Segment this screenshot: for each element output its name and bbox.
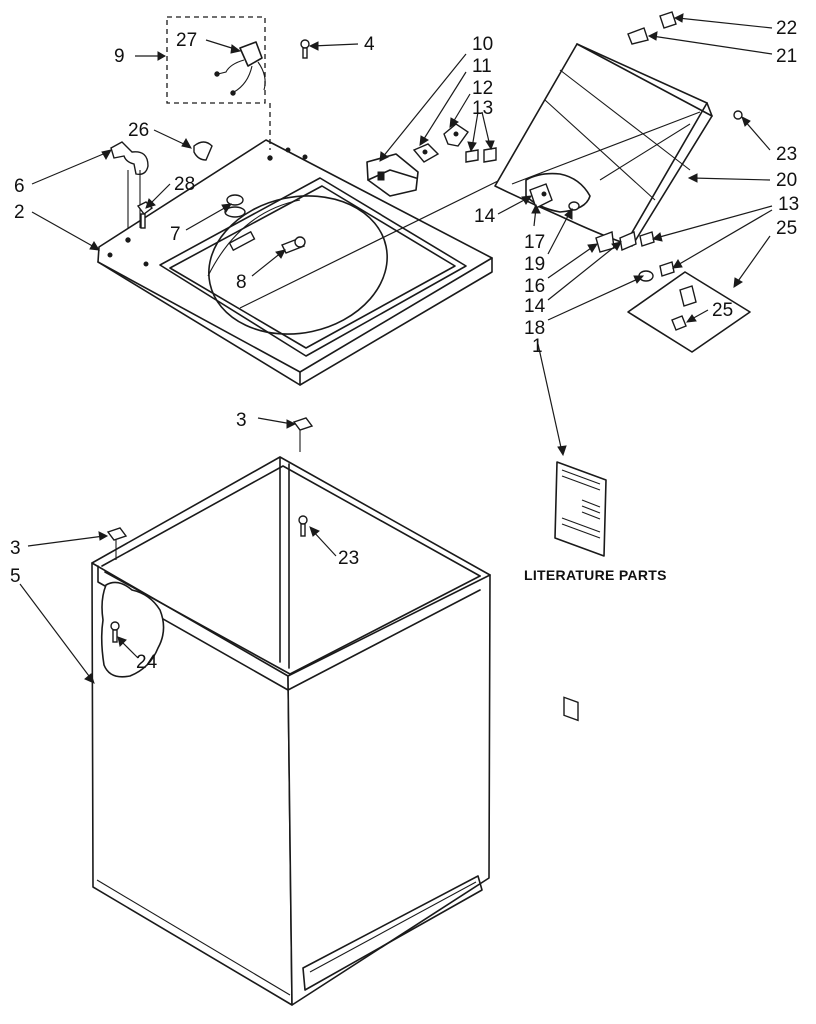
hinge-parts-left [529, 183, 580, 211]
callout-12: 12 [472, 78, 493, 99]
callout-16: 17 [524, 232, 545, 253]
callout-10: 10 [472, 34, 493, 55]
callout-2: 2 [14, 202, 25, 223]
callout-13-bottom: 13 [778, 194, 799, 215]
callout-4: 4 [364, 34, 375, 55]
callout-11: 11 [472, 56, 492, 77]
hinge-parts-right [595, 231, 654, 282]
callout-28: 28 [174, 174, 195, 195]
callout-1: 1 [532, 336, 543, 357]
callout-24: 25 [776, 218, 797, 239]
bracket-part-12 [443, 123, 469, 147]
callout-19: 20 [776, 170, 797, 191]
lid [494, 43, 713, 247]
callout-14-b: 14 [524, 296, 546, 317]
callout-5: 5 [10, 566, 21, 587]
callout-25: 25 [712, 300, 733, 321]
cabinet [91, 456, 491, 1006]
leader-lines [19, 13, 773, 684]
callout-20: 21 [776, 46, 797, 67]
callout-3-front: 3 [10, 538, 21, 559]
callout-26: 26 [128, 120, 149, 141]
clip-part-3-rear [292, 417, 314, 452]
callout-17: 18 [524, 318, 545, 339]
literature-booklet [554, 461, 607, 722]
callout-23-front: 24 [136, 652, 158, 673]
literature-parts-caption: LITERATURE PARTS [524, 567, 667, 583]
callout-22: 23 [776, 144, 797, 165]
callout-13-top: 13 [472, 98, 493, 119]
bracket-part-6 [110, 141, 149, 228]
callout-6: 6 [14, 176, 25, 197]
callout-15: 16 [524, 276, 545, 297]
callout-27: 27 [176, 30, 197, 51]
hinge-plate-part-24 [627, 271, 751, 353]
callout-21: 22 [776, 18, 797, 39]
callout-9: 9 [114, 46, 125, 67]
grommet-part-7 [224, 194, 246, 218]
clip-part-3-front [106, 527, 128, 560]
wire-harness-box [166, 16, 271, 150]
screw-part-23-front [110, 621, 120, 643]
switch-housing-part-10 [366, 153, 419, 197]
washer-top [97, 139, 501, 386]
callout-14-a: 14 [474, 206, 496, 227]
screw-part-23-rear [298, 515, 308, 537]
clip-part-26 [193, 141, 213, 161]
callout-8: 8 [236, 272, 247, 293]
callout-3-rear: 3 [236, 410, 247, 431]
bumper-parts-20-21 [627, 11, 677, 45]
screws-part-13-top [465, 147, 497, 163]
callout-labels: 9 27 4 26 6 2 28 7 8 10 11 12 13 14 17 1… [10, 18, 799, 673]
callout-23-rear: 23 [338, 548, 359, 569]
screws-part-13-bottom [639, 231, 675, 277]
screw-part-4 [300, 39, 310, 59]
callout-18: 19 [524, 254, 545, 275]
screw-part-22 [733, 110, 743, 120]
callout-7: 7 [170, 224, 181, 245]
switch-part-11 [412, 143, 440, 163]
